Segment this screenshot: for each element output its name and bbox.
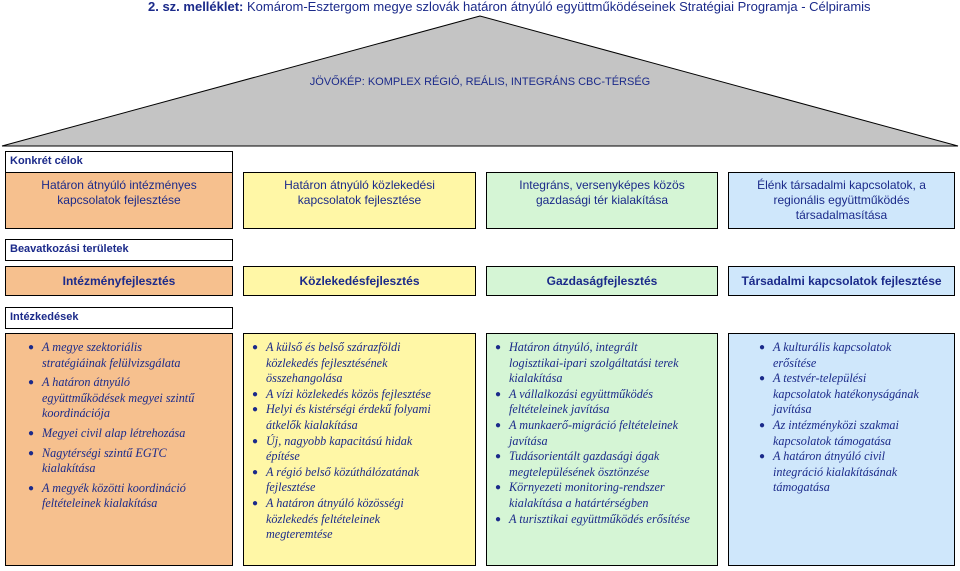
measure-line: átkelők kialakítása [266,417,358,432]
goals-label: Konkrét célok [5,151,233,173]
area-4: Társadalmi kapcsolatok fejlesztése [728,266,955,296]
measure-line: A határon átnyúló közösségi [266,495,404,510]
measure-line: fejlesztése [266,480,316,495]
measure-line: megteremtése [266,527,333,542]
measure-line: A határon átnyúló [42,375,131,390]
measure-line: Nagytérségi szintű EGTC [42,445,167,460]
measure-3-2: A vállalkozási együttműködésfeltételeine… [495,387,713,418]
vision-statement: JÖVŐKÉP: KOMPLEX RÉGIÓ, REÁLIS, INTEGRÁN… [309,76,651,88]
measure-line: A kulturális kapcsolatok [773,340,892,354]
measure-line: feltételeinek javítása [509,402,610,417]
measure-1-5: A megyék közötti koordinációfeltételeine… [28,481,228,512]
measure-3-6: A turisztikai együttműködés erősítése [495,512,713,528]
roof-triangle [1,15,959,147]
measure-3-1: Határon átnyúló, integráltlogisztikai-ip… [495,340,713,387]
measure-line: A testvér-települési [773,371,867,386]
measure-line: A külső és belső szárazföldi [266,340,401,354]
measure-2-5: A régió belső közúthálózatánakfejlesztés… [252,465,471,496]
measure-line: közlekedés feltételeinek [266,511,381,526]
measure-line: A régió belső közúthálózatának [266,464,420,479]
measure-line: javítása [509,433,548,448]
measure-line: kapcsolatok hatékonyságának [773,386,919,401]
measure-line: építése [266,449,300,464]
measure-line: A vállalkozási együttműködés [509,386,653,401]
measure-line: Új, nagyobb kapacitású hidak [266,433,413,448]
measure-line: Megyei civil alap létrehozása [42,425,186,440]
measure-2-3: Helyi és kistérségi érdekű folyamiátkelő… [252,402,471,433]
goal-4-line-3: társadalmasítása [795,208,888,222]
area-3: Gazdaságfejlesztés [486,266,718,296]
area-2: Közlekedésfejlesztés [243,266,476,296]
goal-3-line-1: Integráns, versenyképes közös [519,178,685,192]
measures-col-3: Határon átnyúló, integráltlogisztikai-ip… [486,333,718,566]
measure-line: A megyék közötti koordináció [42,480,186,495]
measures-label: Intézkedések [5,307,233,329]
measure-line: A megye szektoriális [42,340,142,354]
measure-line: kialakítása a határtérségben [509,495,649,510]
measure-line: javítása [773,402,812,417]
goal-2-line-1: Határon átnyúló közlekedési [284,178,435,192]
measure-line: Helyi és kistérségi érdekű folyami [266,402,431,417]
measure-line: Tudásorientált gazdasági ágak [509,449,660,464]
measure-line: feltételeinek kialakítása [42,496,158,511]
measure-1-3: Megyei civil alap létrehozása [28,426,228,442]
measure-line: integráció kialakításának [773,464,898,479]
measure-line: Környezeti monitoring-rendszer [509,480,665,495]
goal-1-line-2: kapcsolatok fejlesztése [57,193,181,207]
goal-4-line-2: regionális együttműködés [773,193,910,207]
measure-line: stratégiáinak felülvizsgálata [42,355,181,370]
areas-label: Beavatkozási területek [5,239,233,261]
measure-line: közlekedés fejlesztésének [266,355,388,370]
pyramid-roof [1,15,959,147]
title-prefix: 2. sz. melléklet: [148,0,244,14]
measure-line: összehangolása [266,371,343,386]
measure-3-5: Környezeti monitoring-rendszerkialakítás… [495,480,713,511]
measure-line: logisztikai-ipari szolgáltatási terek [509,355,679,370]
measure-line: együttműködések megyei szintű [42,390,195,405]
title-text: Komárom-Esztergom megye szlovák határon … [243,0,871,14]
goal-3-line-2: gazdasági tér kialakítása [535,193,669,207]
measure-line: kialakítása [42,461,96,476]
measure-line: Az intézményközi szakmai [773,417,899,432]
area-1: Intézményfejlesztés [5,266,233,296]
goal-4-line-1: Élénk társadalmi kapcsolatok, a [757,178,926,192]
goal-2-line-2: kapcsolatok fejlesztése [297,193,422,207]
measure-line: A határon átnyúló civil [773,449,886,464]
measure-line: kapcsolatok támogatása [773,433,892,448]
measure-line: koordinációja [42,406,110,421]
measure-line: megtelepülésének ösztönzése [509,464,650,479]
measure-line: A turisztikai együttműködés erősítése [509,511,690,526]
measure-line: erősítése [773,355,817,370]
measure-line: A munkaerő-migráció feltételeinek [509,417,678,432]
measure-line: támogatása [773,480,830,495]
goal-1-line-1: Határon átnyúló intézményes [41,178,197,192]
measure-line: A vízi közlekedés közös fejlesztése [266,386,431,401]
measure-line: Határon átnyúló, integrált [509,340,638,354]
page-title: 2. sz. melléklet: Komárom-Esztergom megy… [148,0,948,16]
measure-2-2: A vízi közlekedés közös fejlesztése [252,387,471,403]
measure-3-3: A munkaerő-migráció feltételeinekjavítás… [495,418,713,449]
measure-line: kialakítása [509,371,563,386]
measure-3-4: Tudásorientált gazdasági ágakmegtelepülé… [495,449,713,480]
